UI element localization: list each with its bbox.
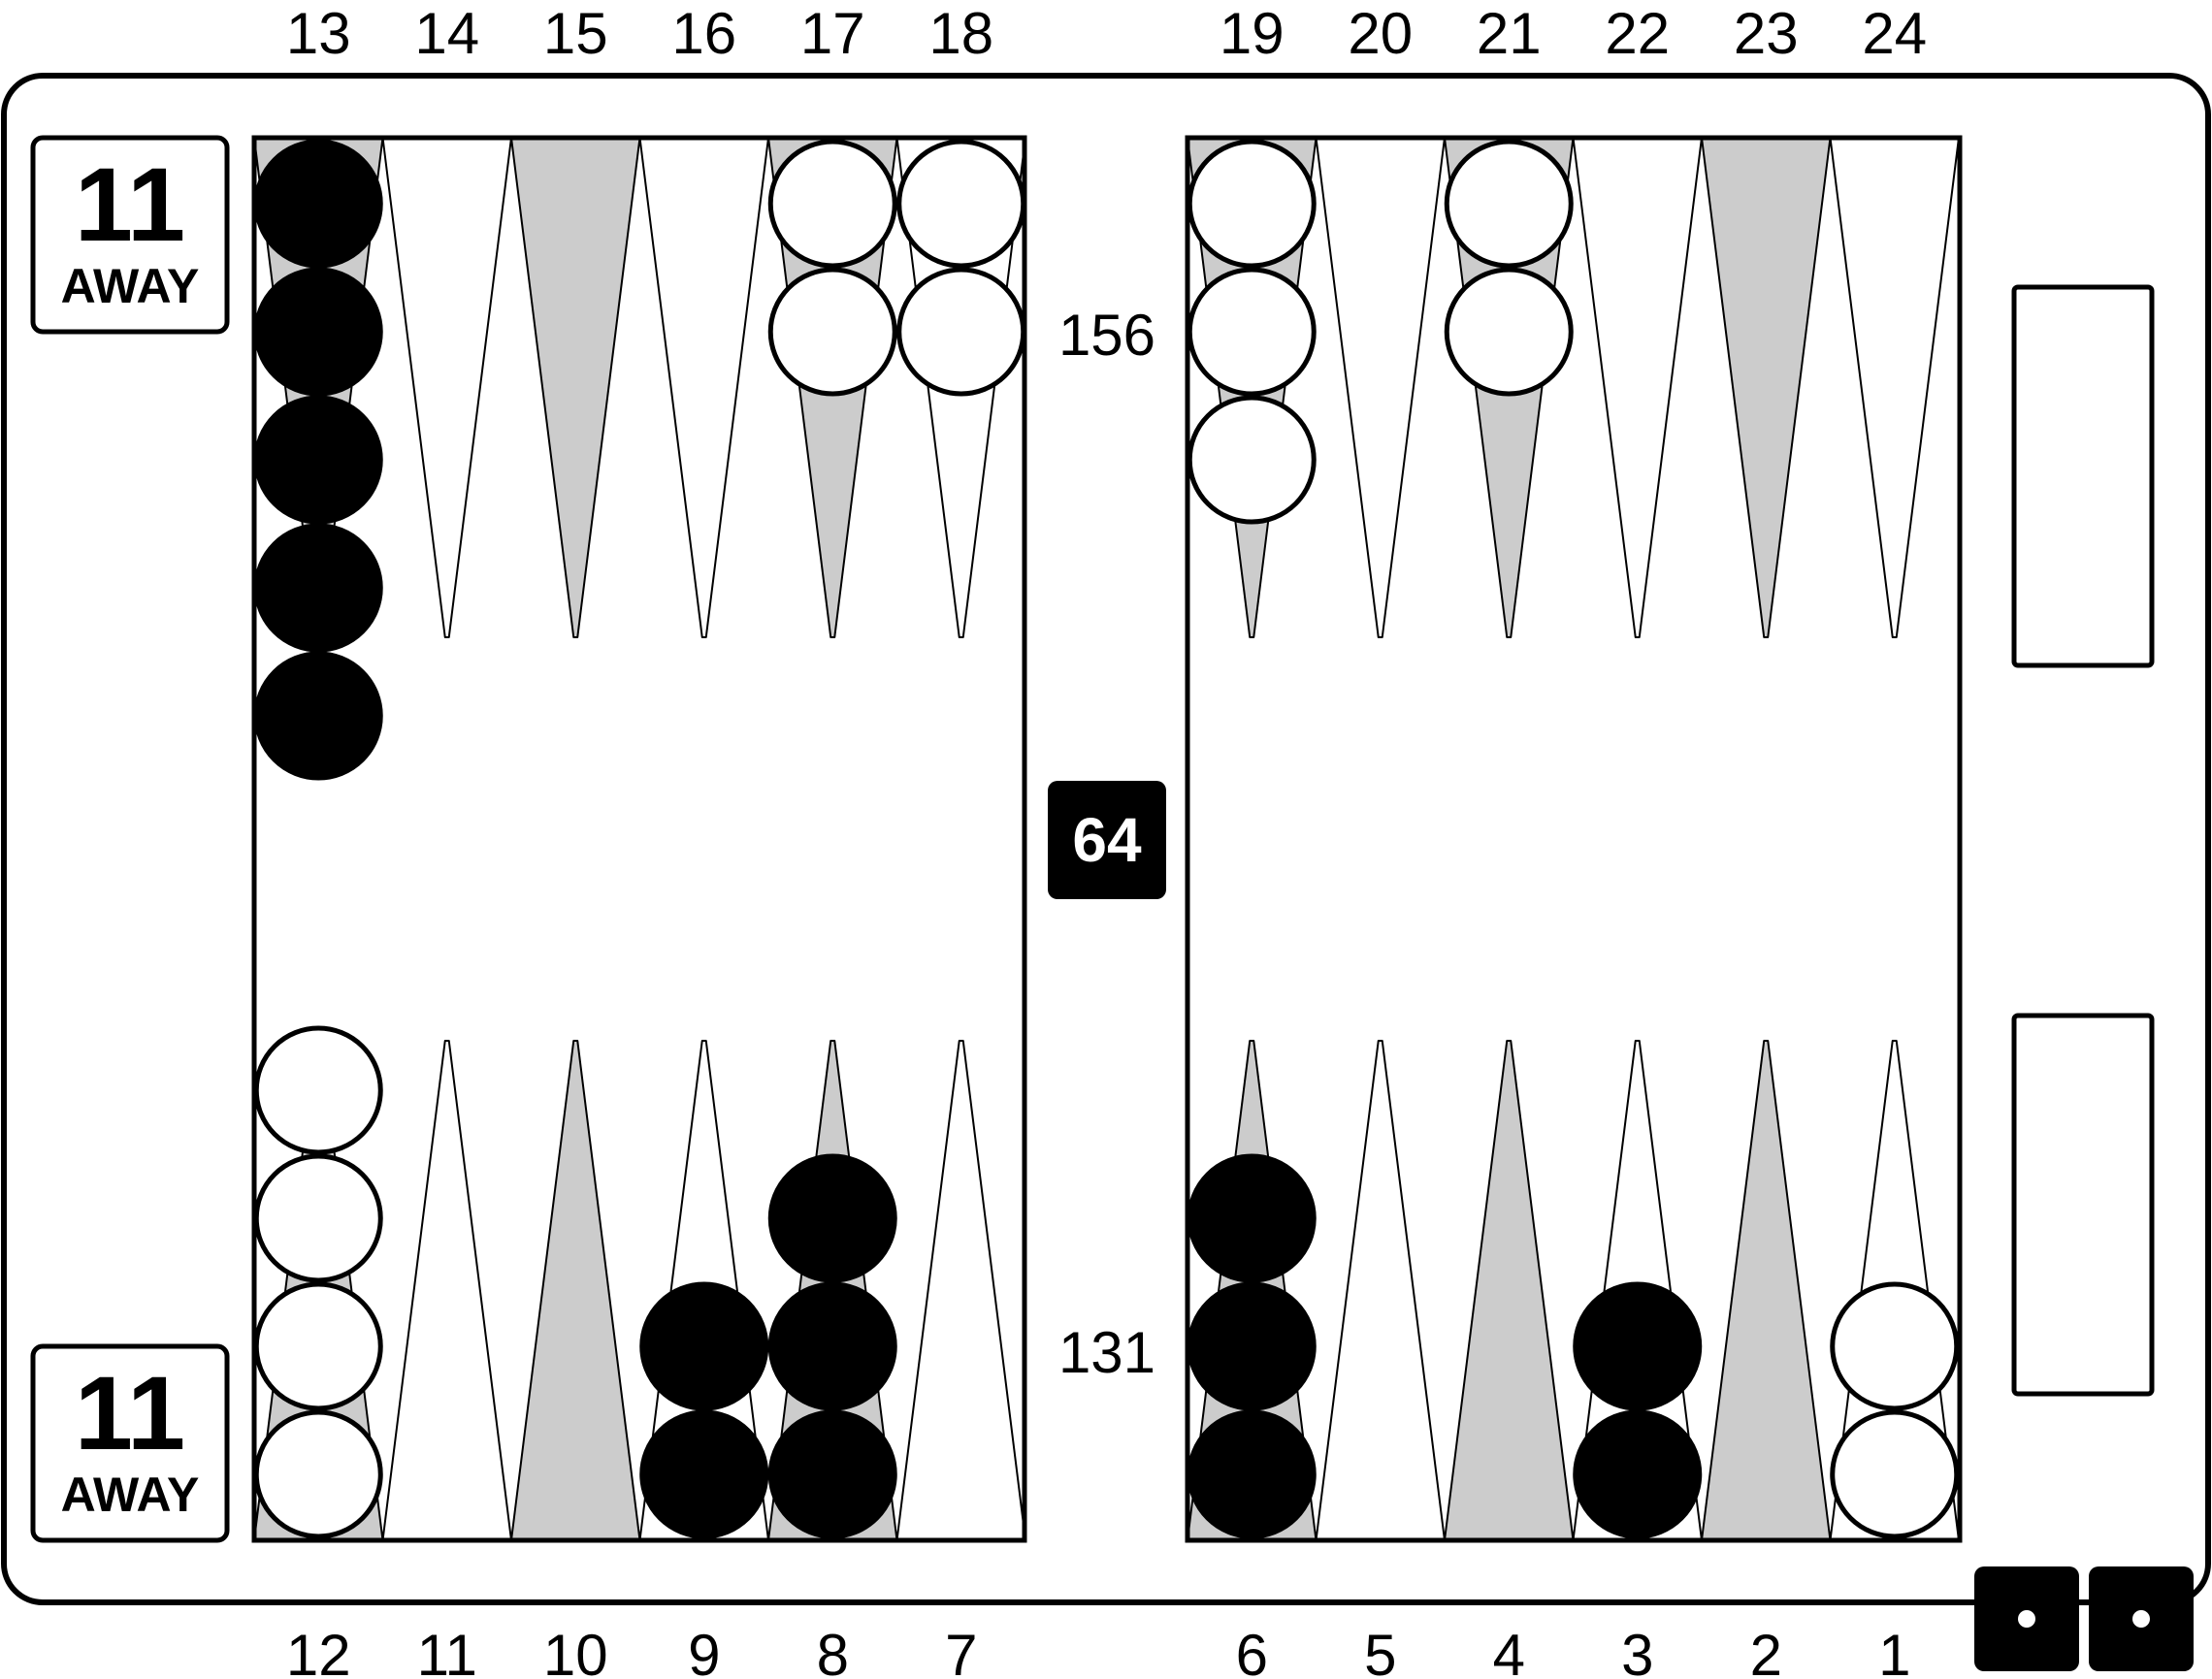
left-half-outline [251, 135, 1027, 1543]
black-checker[interactable] [639, 1409, 769, 1539]
match-score-top: 11 AWAY [30, 135, 230, 335]
die-1[interactable] [1974, 1566, 2079, 1671]
black-checker[interactable] [767, 1281, 897, 1411]
pip-count-top: 156 [1058, 303, 1155, 368]
point-number-12: 12 [286, 1623, 351, 1679]
die-2[interactable] [2089, 1566, 2194, 1671]
point-number-1: 1 [1878, 1623, 1910, 1679]
black-checker[interactable] [1187, 1153, 1317, 1283]
point-number-24: 24 [1862, 1, 1927, 66]
point-number-15: 15 [543, 1, 608, 66]
left-half [251, 135, 1027, 1543]
right-half-outline [1185, 135, 1963, 1543]
point-number-8: 8 [817, 1623, 849, 1679]
white-checker[interactable] [253, 1153, 383, 1283]
match-score-top-number: 11 [75, 145, 185, 263]
white-checker[interactable] [896, 139, 1026, 269]
black-checker[interactable] [1573, 1409, 1703, 1539]
point-number-19: 19 [1220, 1, 1285, 66]
checkers [253, 139, 1960, 1539]
black-checker[interactable] [1187, 1281, 1317, 1411]
black-checker[interactable] [767, 1409, 897, 1539]
match-score-bottom: 11 AWAY [30, 1343, 230, 1543]
white-checker[interactable] [1187, 139, 1317, 269]
point-number-11: 11 [417, 1623, 477, 1679]
white-checker[interactable] [1444, 267, 1574, 397]
black-checker[interactable] [1187, 1409, 1317, 1539]
point-number-17: 17 [800, 1, 865, 66]
point-number-10: 10 [543, 1623, 608, 1679]
white-checker[interactable] [896, 267, 1026, 397]
point-number-3: 3 [1621, 1623, 1653, 1679]
black-checker[interactable] [1573, 1281, 1703, 1411]
white-checker[interactable] [767, 267, 897, 397]
point-number-7: 7 [945, 1623, 977, 1679]
point-number-14: 14 [414, 1, 479, 66]
white-checker[interactable] [1830, 1281, 1960, 1411]
point-number-6: 6 [1236, 1623, 1268, 1679]
point-number-21: 21 [1477, 1, 1542, 66]
point-number-4: 4 [1493, 1623, 1525, 1679]
black-checker[interactable] [253, 651, 383, 781]
white-checker[interactable] [767, 139, 897, 269]
match-score-bottom-number: 11 [75, 1354, 185, 1471]
match-score-bottom-label: AWAY [61, 1468, 200, 1522]
dice[interactable] [1974, 1566, 2194, 1671]
die-pip [2132, 1610, 2150, 1628]
point-number-16: 16 [671, 1, 736, 66]
white-checker[interactable] [1444, 139, 1574, 269]
black-checker[interactable] [253, 523, 383, 653]
point-number-13: 13 [286, 1, 351, 66]
white-checker[interactable] [1187, 267, 1317, 397]
point-number-2: 2 [1750, 1623, 1782, 1679]
bear-off-tray-top [2011, 284, 2155, 668]
top-point-numbers: 13 14 15 16 17 18 19 20 21 22 23 24 [286, 1, 1927, 66]
white-checker[interactable] [253, 1025, 383, 1155]
point-number-20: 20 [1348, 1, 1413, 66]
bottom-point-numbers: 12 11 10 9 8 7 6 5 4 3 2 1 [286, 1623, 1911, 1679]
black-checker[interactable] [767, 1153, 897, 1283]
pip-count-bottom: 131 [1058, 1320, 1155, 1385]
black-checker[interactable] [253, 395, 383, 525]
black-checker[interactable] [639, 1281, 769, 1411]
black-checker[interactable] [253, 267, 383, 397]
white-checker[interactable] [253, 1409, 383, 1539]
bear-off-tray-bottom [2011, 1013, 2155, 1397]
doubling-cube-value: 64 [1072, 805, 1142, 875]
die-pip [2018, 1610, 2035, 1628]
white-checker[interactable] [253, 1281, 383, 1411]
point-number-23: 23 [1734, 1, 1799, 66]
doubling-cube[interactable]: 64 [1048, 781, 1166, 899]
point-number-22: 22 [1605, 1, 1670, 66]
point-number-5: 5 [1364, 1623, 1396, 1679]
white-checker[interactable] [1187, 395, 1317, 525]
point-number-9: 9 [688, 1623, 720, 1679]
point-number-18: 18 [928, 1, 993, 66]
black-checker[interactable] [253, 139, 383, 269]
match-score-top-label: AWAY [61, 259, 200, 313]
white-checker[interactable] [1830, 1409, 1960, 1539]
